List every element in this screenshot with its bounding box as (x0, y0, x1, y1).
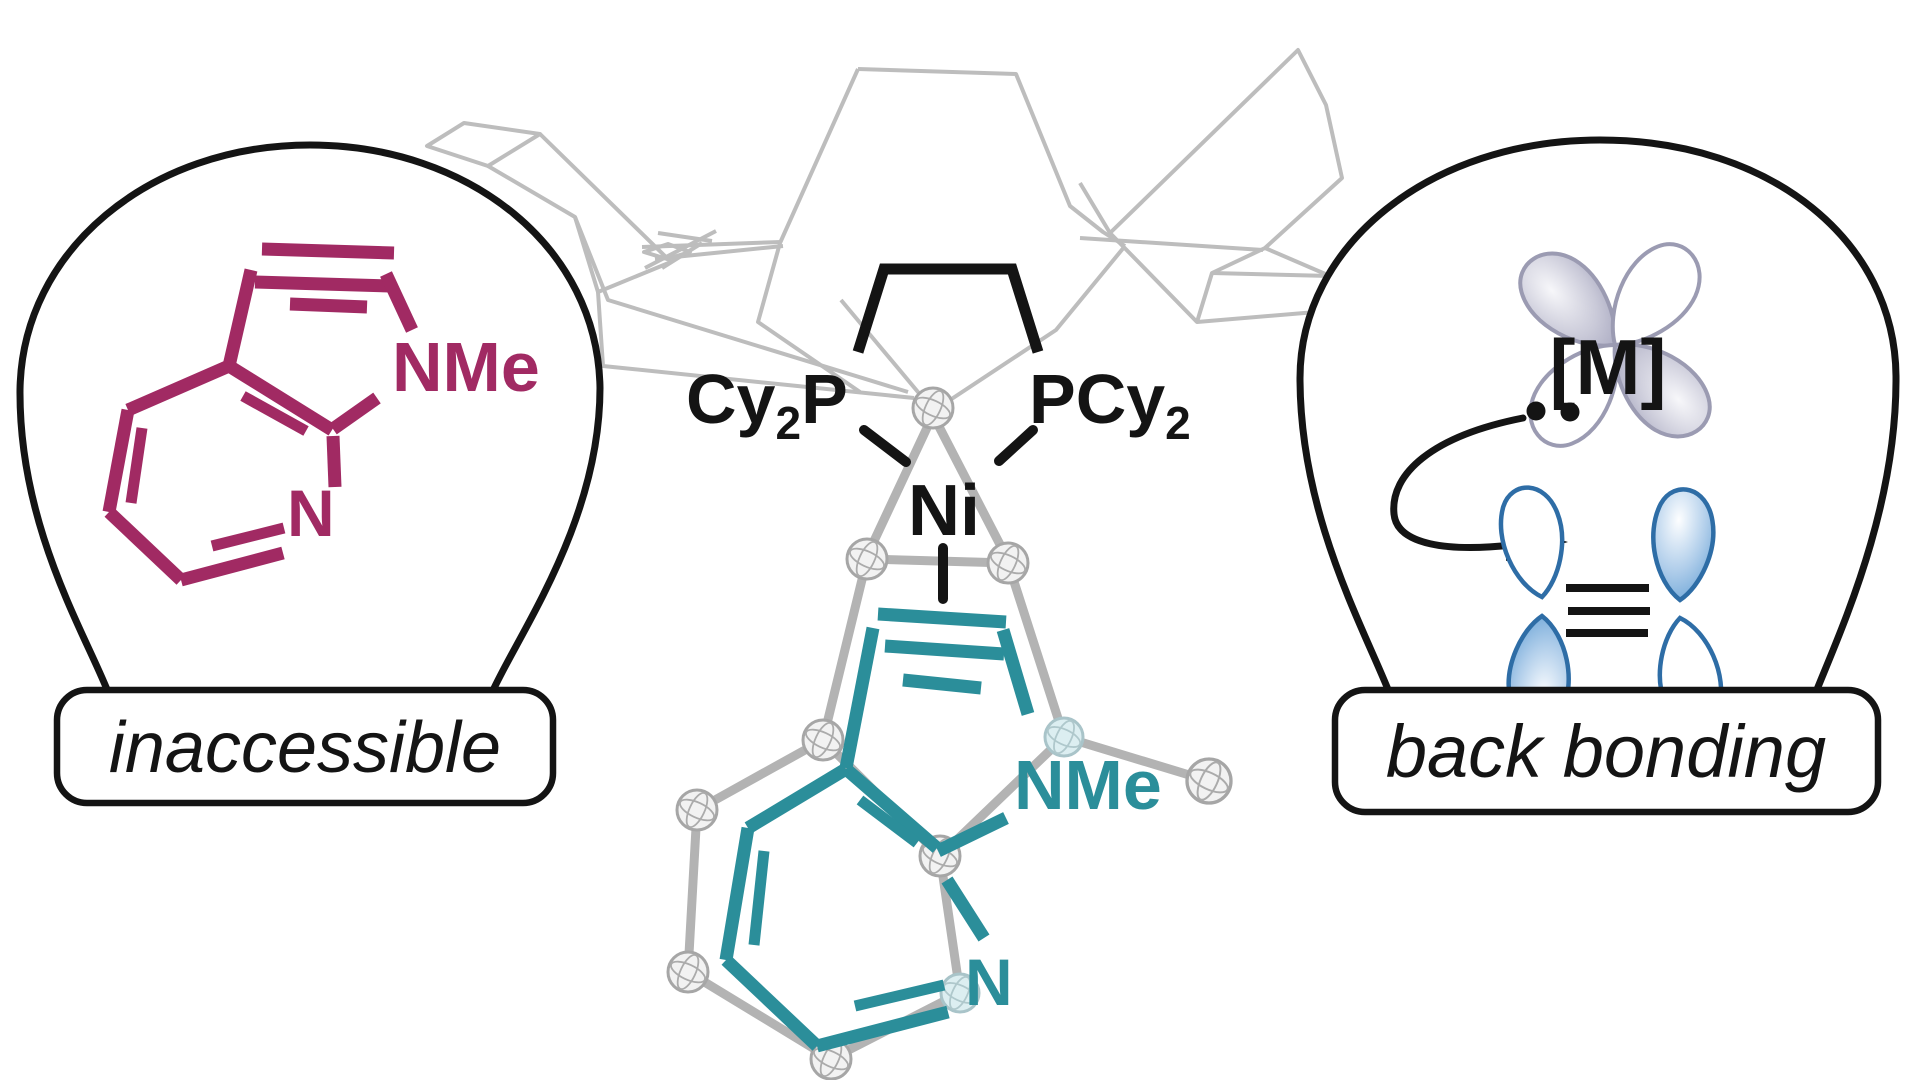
metal-label: [M] (1550, 323, 1667, 411)
right-bubble: [M] (1296, 136, 1900, 731)
azaindolyne-magenta-structure: NMe N (102, 242, 540, 587)
ortep-atom (675, 788, 719, 832)
ligand-label-right: PCy2 (1029, 360, 1191, 449)
ortep-atom (845, 537, 889, 581)
lone-pair-dot (1560, 402, 1580, 422)
back-bonding-label: back bonding (1386, 710, 1826, 793)
ortep-atom (666, 950, 710, 994)
caption-labels: inaccessible back bonding (53, 686, 1882, 816)
ligand-label-left: Cy2P (686, 360, 848, 449)
back-bonding-label-box (1331, 686, 1882, 816)
azaindolyne-teal-structure: NMe N (719, 607, 1162, 1053)
ortep-atom (911, 386, 955, 430)
alkyne-pi-orbital (1497, 484, 1725, 730)
p-ni-bond-right (994, 425, 1038, 466)
inaccessible-label-box (53, 686, 557, 807)
lone-pair-dot (1526, 401, 1546, 421)
ortep-atom (1185, 757, 1233, 805)
p-ni-bond-left (859, 425, 911, 467)
nickel-label: Ni (908, 471, 980, 551)
metal-d-orbital: [M] (1503, 228, 1727, 462)
cyclohexyl-wireframe (425, 48, 1344, 406)
nme-label-teal: NMe (1014, 746, 1162, 824)
n-label-teal: N (965, 945, 1013, 1019)
ortep-atom (986, 541, 1030, 585)
left-bubble: NMe N (16, 141, 604, 701)
ortep-atom (801, 718, 845, 762)
n-label-magenta: N (287, 476, 335, 550)
chelate-backbone (852, 263, 1044, 354)
nickel-complex-scheme: Cy2P PCy2 Ni (686, 263, 1191, 604)
inaccessible-label: inaccessible (109, 708, 501, 788)
nme-label-magenta: NMe (392, 328, 540, 406)
